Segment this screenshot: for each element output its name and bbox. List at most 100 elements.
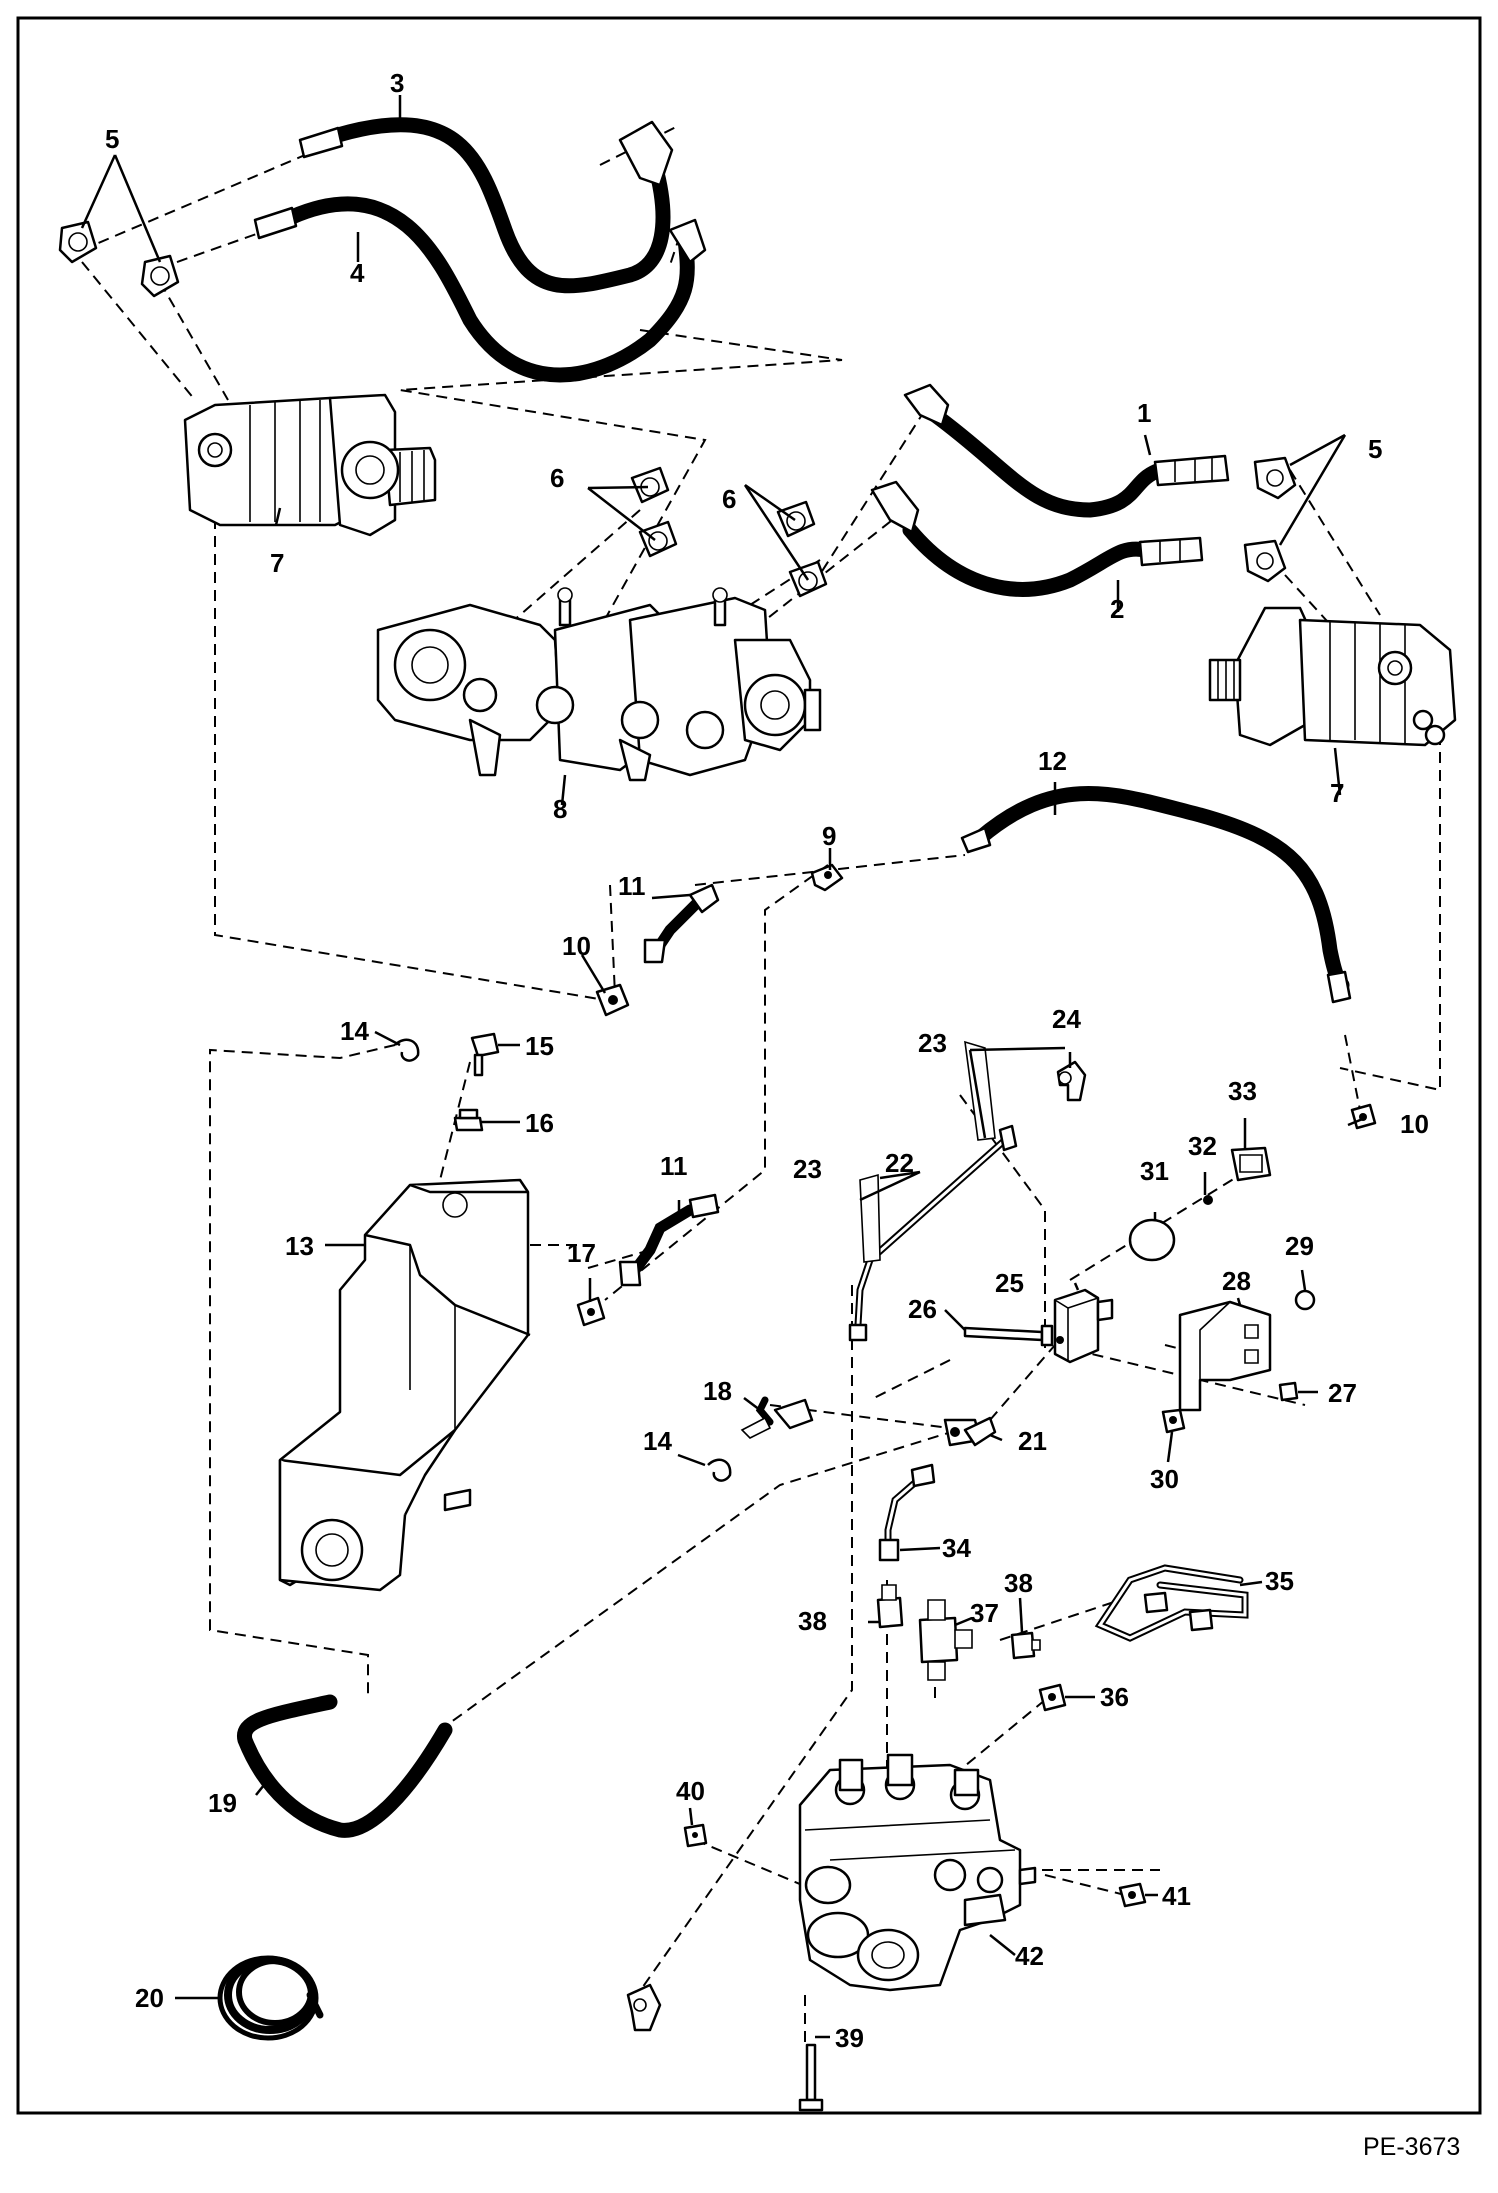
callout-42: 42 — [1015, 1941, 1044, 1971]
bracket-28 — [1178, 1300, 1272, 1412]
callout-29: 29 — [1285, 1231, 1314, 1261]
leader-lines — [80, 95, 1366, 2039]
callout-34: 34 — [942, 1533, 971, 1563]
callout-9: 9 — [822, 821, 836, 851]
callout-33: 33 — [1228, 1076, 1257, 1106]
callout-40: 40 — [676, 1776, 705, 1806]
screw-29 — [1294, 1289, 1316, 1311]
hydrostatic-pump-8 — [376, 587, 822, 782]
nut-27 — [1278, 1381, 1299, 1402]
fitting-5-left-a — [58, 220, 98, 264]
hose-1 — [903, 383, 1230, 518]
drive-motor-7-left — [183, 393, 437, 537]
callout-37: 37 — [970, 1598, 999, 1628]
callout-20: 20 — [135, 1983, 164, 2013]
callout-12: 12 — [1038, 746, 1067, 776]
callout-25: 25 — [995, 1268, 1024, 1298]
callout-31: 31 — [1140, 1156, 1169, 1186]
callout-13: 13 — [285, 1231, 314, 1261]
fitting-10-right — [1350, 1103, 1377, 1130]
callout-23-lower: 23 — [793, 1154, 822, 1184]
fitting-5-left-b — [140, 254, 180, 298]
fitting-17 — [576, 1296, 606, 1327]
adapter-38-right — [1010, 1631, 1041, 1660]
callout-5-right: 5 — [1368, 434, 1382, 464]
callout-36: 36 — [1100, 1682, 1129, 1712]
fitting-9 — [810, 863, 844, 892]
callout-15: 15 — [525, 1031, 554, 1061]
fitting-36 — [1038, 1683, 1067, 1712]
nut-30 — [1161, 1408, 1186, 1434]
callout-2: 2 — [1110, 594, 1124, 624]
callout-30: 30 — [1150, 1464, 1179, 1494]
reference-code: PE-3673 — [1363, 2133, 1460, 2161]
callout-7-right: 7 — [1330, 778, 1344, 808]
callout-21: 21 — [1018, 1426, 1047, 1456]
callout-32: 32 — [1188, 1131, 1217, 1161]
hose-3 — [298, 117, 674, 294]
callout-6-left: 6 — [550, 463, 564, 493]
hose-4 — [253, 196, 707, 383]
clamp-14-upper — [394, 1038, 420, 1062]
callout-18: 18 — [703, 1376, 732, 1406]
diagram-border — [16, 16, 1482, 2115]
elbow-24 — [1056, 1060, 1087, 1102]
nut-40 — [683, 1823, 708, 1848]
callout-38-right: 38 — [1004, 1568, 1033, 1598]
hose-2 — [870, 480, 1204, 597]
callout-11-upper: 11 — [618, 871, 646, 901]
callout-10-left: 10 — [562, 931, 591, 961]
fitting-6-right-a — [776, 500, 816, 538]
brake-line-22 — [848, 1124, 1018, 1342]
callout-39: 39 — [835, 2023, 864, 2053]
nut-41 — [1118, 1882, 1147, 1908]
callout-7-left: 7 — [270, 548, 284, 578]
callout-24: 24 — [1052, 1004, 1081, 1034]
fitting-5-right-b — [1243, 539, 1287, 583]
callout-1: 1 — [1137, 398, 1151, 428]
tag-23-upper — [964, 1040, 996, 1141]
tag-23-lower — [859, 1173, 881, 1263]
hydraulic-reservoir-13 — [278, 1178, 531, 1592]
callout-8: 8 — [553, 794, 567, 824]
drive-motor-7-right — [1208, 606, 1457, 747]
fitting-15 — [470, 1032, 500, 1077]
callout-38-left: 38 — [798, 1606, 827, 1636]
pressure-switch-25 — [1053, 1288, 1114, 1364]
callout-10-right: 10 — [1400, 1109, 1429, 1139]
brake-tube-34 — [878, 1463, 936, 1562]
hose-coil-20 — [217, 1955, 324, 2041]
callout-3: 3 — [390, 68, 404, 98]
callout-11-lower: 11 — [660, 1151, 688, 1181]
bolt-39 — [798, 2043, 824, 2112]
assembly-dashed-lines — [81, 124, 1441, 2045]
fitting-6-left-b — [638, 520, 678, 558]
fitting-5-right-a — [1253, 456, 1297, 500]
callout-6-right: 6 — [722, 484, 736, 514]
nut-32 — [1203, 1195, 1213, 1205]
hose-11-lower — [618, 1193, 720, 1287]
hose-12 — [960, 786, 1352, 1004]
bolt-26 — [963, 1324, 1054, 1347]
tee-37 — [918, 1599, 973, 1681]
hose-11-upper — [643, 883, 720, 964]
clamp-14-lower — [707, 1458, 732, 1482]
disc-31 — [1128, 1218, 1176, 1262]
callout-14-upper: 14 — [340, 1016, 369, 1046]
callout-14-lower: 14 — [643, 1426, 672, 1456]
callout-4: 4 — [350, 258, 365, 288]
callout-35: 35 — [1265, 1566, 1294, 1596]
callout-16: 16 — [525, 1108, 554, 1138]
callout-41: 41 — [1162, 1881, 1191, 1911]
fitting-6-left-a — [630, 466, 670, 504]
callout-19: 19 — [208, 1788, 237, 1818]
callout-28: 28 — [1222, 1266, 1251, 1296]
callout-labels: 3 5 4 1 5 6 6 7 2 8 7 12 9 11 10 14 15 1… — [105, 68, 1460, 2161]
callout-5-left: 5 — [105, 124, 119, 154]
control-valve-42 — [798, 1753, 1037, 1992]
tee-fitting-21 — [943, 1416, 997, 1447]
elbow-fitting-lower-left — [626, 1983, 662, 2032]
cap-33 — [1230, 1146, 1272, 1182]
callout-23-upper: 23 — [918, 1028, 947, 1058]
